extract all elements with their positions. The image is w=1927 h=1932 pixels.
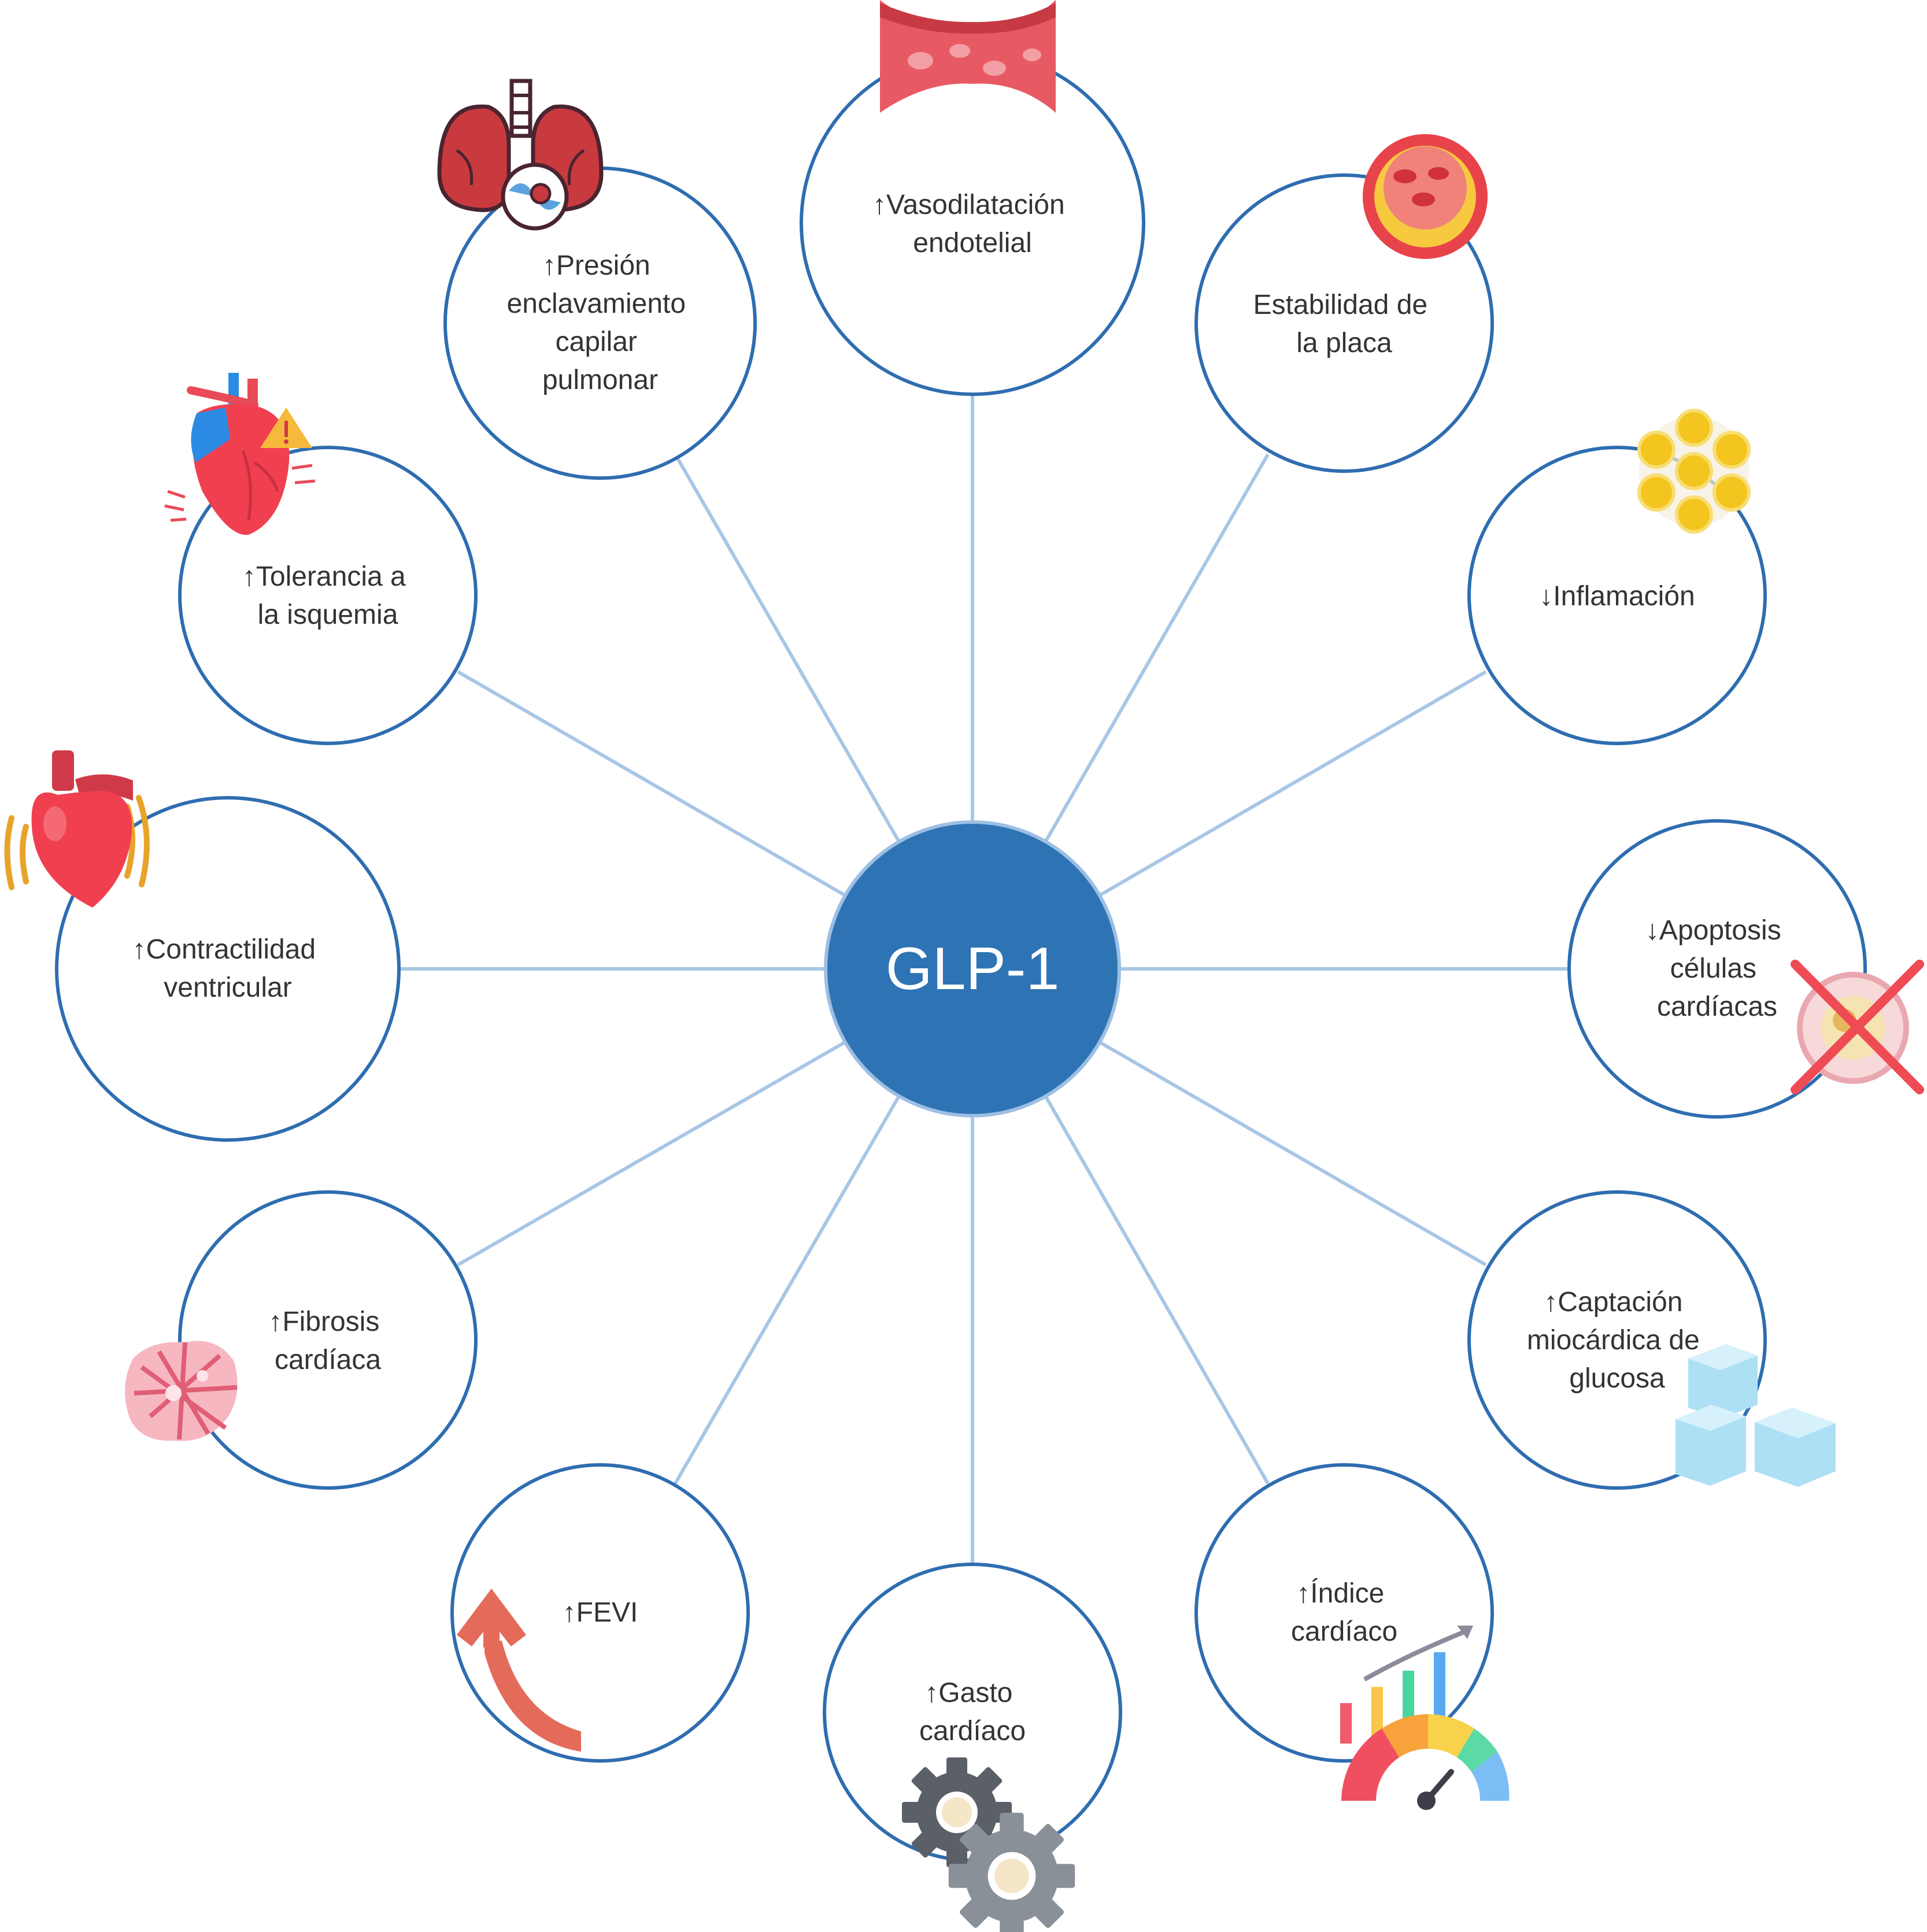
node-label-line: enclavamiento: [507, 288, 686, 319]
node-label-line: ↑FEVI: [563, 1597, 638, 1628]
node-label: ↑Captación miocárdica de glucosa: [1527, 1287, 1707, 1394]
node-label-line: ↑Captación: [1544, 1287, 1682, 1317]
beating-heart-icon: [4, 750, 150, 908]
node-label-line: glucosa: [1569, 1363, 1665, 1394]
node-label-line: cardíaco: [919, 1716, 1026, 1746]
crossed-cell-icon: [1791, 960, 1924, 1094]
node-label-line: ↑Fibrosis: [268, 1306, 379, 1337]
node-gasto-cardiaco: ↑Gasto cardíaco: [823, 1563, 1122, 1862]
node-label: ↓Inflamación: [1539, 581, 1695, 612]
artery-plaque-icon: [1363, 134, 1488, 259]
node-label-line: la isquemia: [258, 599, 398, 630]
node-circle: [178, 1190, 478, 1490]
blood-vessel-icon: [880, 0, 1056, 113]
node-circle: [450, 1463, 750, 1763]
node-circle: [1567, 819, 1867, 1119]
node-label: ↑Gasto cardíaco: [919, 1678, 1026, 1746]
hub-label: GLP-1: [886, 935, 1060, 1002]
node-presion-capilar: ↑Presión enclavamiento capilar pulmonar: [443, 166, 757, 480]
node-label-line: ↑Índice: [1296, 1578, 1384, 1609]
node-label: ↑FEVI: [563, 1597, 638, 1628]
node-circle: [1194, 1463, 1494, 1763]
node-label-line: pulmonar: [542, 365, 658, 395]
gauge-chart-icon: [1340, 1626, 1510, 1810]
node-circle: [800, 50, 1145, 396]
node-label-line: miocárdica de: [1527, 1325, 1700, 1356]
node-circle: [443, 166, 757, 480]
node-indice-cardiaco: ↑Índice cardíaco: [1194, 1463, 1494, 1763]
inflammation-cells-icon: [1637, 409, 1751, 534]
fibrous-tissue-icon: [125, 1341, 238, 1441]
node-label: ↑Tolerancia a la isquemia: [242, 561, 413, 630]
node-label-line: cardíaco: [1291, 1616, 1397, 1647]
node-label-line: ↓Inflamación: [1539, 581, 1695, 612]
node-label: ↑Presión enclavamiento capilar pulmonar: [507, 250, 694, 395]
node-fevi: ↑FEVI: [450, 1463, 750, 1763]
node-label-line: ↑Vasodilatación: [872, 190, 1065, 220]
node-fibrosis: ↑Fibrosis cardíaca: [178, 1190, 478, 1490]
node-label-line: ↑Contractilidad: [132, 934, 316, 965]
lungs-icon: [437, 79, 604, 231]
node-label: ↓Apoptosis células cardíacas: [1645, 915, 1789, 1022]
node-apoptosis: ↓Apoptosis células cardíacas: [1567, 819, 1867, 1119]
node-label-line: células: [1670, 953, 1756, 984]
node-label-line: ↑Presión: [542, 250, 650, 281]
hub-circle: [824, 820, 1121, 1117]
node-label: ↑Contractilidad ventricular: [132, 934, 324, 1003]
node-label-line: ↑Gasto: [924, 1678, 1012, 1708]
node-label-line: endotelial: [913, 228, 1032, 258]
node-label-line: cardíaca: [275, 1345, 381, 1375]
node-label-line: capilar: [556, 327, 637, 357]
node-label: ↑Índice cardíaco: [1291, 1578, 1397, 1647]
node-label-line: cardíacas: [1657, 991, 1777, 1022]
node-label-line: ↓Apoptosis: [1645, 915, 1781, 946]
node-label-line: ventricular: [164, 972, 291, 1003]
node-label: ↑Vasodilatación endotelial: [872, 190, 1072, 258]
heart-warning-icon: [164, 373, 316, 535]
sugar-cubes-icon: [1676, 1344, 1836, 1487]
node-label: ↑Fibrosis cardíaca: [268, 1306, 387, 1375]
curved-arrow-icon: [457, 1589, 581, 1752]
node-label-line: Estabilidad de: [1253, 290, 1428, 320]
node-vasodilatacion: ↑Vasodilatación endotelial: [800, 50, 1145, 396]
node-label-line: la placa: [1296, 328, 1392, 358]
node-label-line: ↑Tolerancia a: [242, 561, 406, 592]
node-label: Estabilidad de la placa: [1253, 290, 1436, 358]
hub-node: GLP-1: [824, 820, 1121, 1117]
